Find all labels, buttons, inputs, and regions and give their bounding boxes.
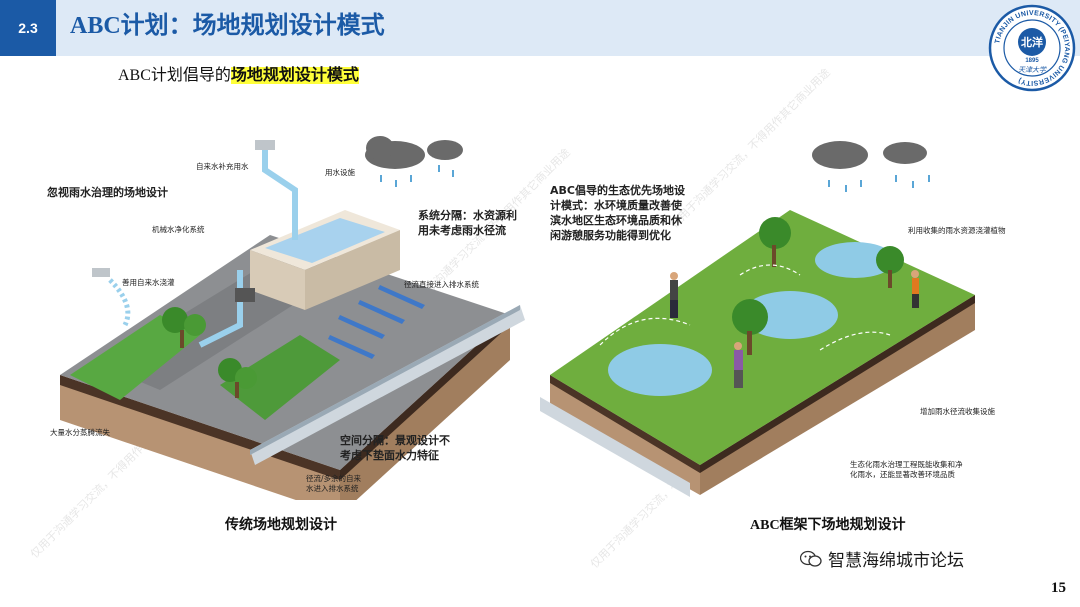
- logo-center-text: 北洋: [1021, 35, 1043, 49]
- left-caption: 传统场地规划设计: [225, 518, 337, 533]
- label-tap-irrigation: 善用自来水浇灌: [122, 278, 175, 287]
- callout-system-separation: 系统分隔：水资源利 用未考虑雨水径流: [418, 209, 517, 237]
- label-runoff: 径流直接进入排水系统: [404, 280, 479, 289]
- subtitle-prefix: ABC计划倡导的: [118, 67, 231, 84]
- header-bar: [0, 0, 1080, 56]
- callout-space-separation: 空间分隔：景观设计不 考虑下垫面水力特征: [340, 434, 450, 462]
- tianjin-university-logo: TIANJIN UNIVERSITY (PEIYANG UNIVERSITY) …: [988, 4, 1076, 92]
- page-number: 15: [1051, 580, 1066, 596]
- label-irrigate: 利用收集的雨水资源浇灌植物: [908, 226, 1006, 235]
- right-heading: ABC倡导的生态优先场地设 计模式：水环境质量改善使 滨水地区生态环境品质和休 …: [550, 184, 685, 242]
- logo-script: 天津大学: [1018, 66, 1047, 74]
- watermark-text: 智慧海绵城市论坛: [828, 551, 964, 571]
- subtitle-highlight: 场地规划设计模式: [230, 67, 359, 84]
- right-caption: ABC框架下场地规划设计: [750, 518, 906, 533]
- label-excess: 径流/多余的自来 水进入排水系统: [306, 474, 362, 493]
- label-purify: 机械水净化系统: [152, 225, 205, 234]
- label-collect: 增加雨水径流收集设施: [920, 407, 995, 416]
- left-heading: 忽视雨水治理的场地设计: [47, 186, 168, 199]
- label-eco: 生态化雨水治理工程既能收集和净 化雨水，还能显著改善环境品质: [850, 460, 963, 479]
- section-number: 2.3: [0, 0, 56, 56]
- label-evaporation: 大量水分蒸腾流失: [50, 428, 110, 437]
- traditional-site-illustration: [60, 136, 525, 500]
- wechat-icon: [800, 550, 822, 567]
- subtitle: ABC计划倡导的场地规划设计模式: [118, 64, 359, 88]
- page-title: ABC计划：场地规划设计模式: [70, 13, 385, 39]
- label-water-facility: 用水设施: [325, 168, 355, 177]
- label-tap-supply: 自来水补充用水: [196, 162, 249, 171]
- wechat-watermark: 智慧海绵城市论坛: [800, 546, 964, 571]
- logo-year: 1895: [1025, 58, 1039, 64]
- abc-site-illustration: [540, 141, 975, 497]
